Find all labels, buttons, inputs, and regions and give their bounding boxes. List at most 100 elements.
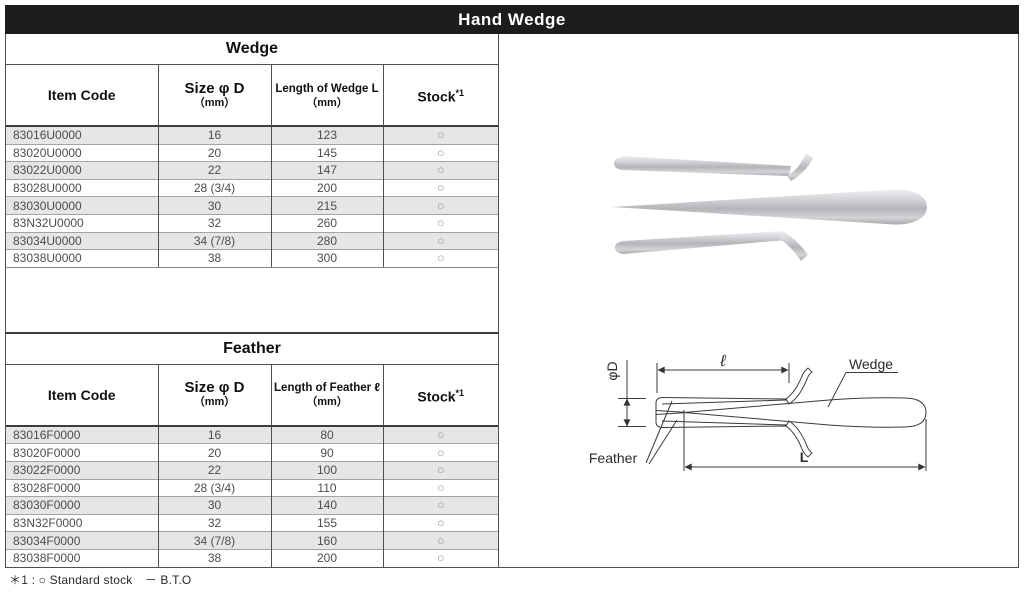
table-cell: 200 (270, 548, 383, 567)
feather-header-row: Item Code Size φ D （mm） Length of Feathe… (6, 364, 498, 427)
table-cell: 83022F0000 (6, 460, 158, 480)
feather-section: Feather Item Code Size φ D （mm） (6, 334, 498, 567)
table-cell: 83038F0000 (6, 548, 158, 567)
table-cell: 147 (270, 161, 383, 180)
table-cell: 20 (157, 443, 271, 462)
table-cell: 83020F0000 (6, 443, 158, 462)
table-cell: 200 (270, 178, 383, 197)
stock-note-ref: *1 (455, 387, 465, 398)
spec-tables-panel: Wedge Item Code Size φ D （mm） (6, 34, 499, 567)
table-cell: ○ (382, 143, 498, 162)
table-cell: 300 (270, 249, 383, 267)
table-cell: ○ (382, 425, 498, 444)
wedge-slit-lines (655, 410, 685, 415)
diagram-label-l: L (800, 449, 809, 465)
col-header-stock: Stock*1 (382, 65, 498, 127)
table-cell: ○ (382, 196, 498, 215)
feather-table: Item Code Size φ D （mm） Length of Feathe… (6, 364, 498, 567)
table-cell: ○ (382, 460, 498, 480)
diagram-label-feather: Feather (589, 450, 638, 466)
table-cell: 110 (270, 478, 383, 497)
table-cell: 34 (7/8) (157, 231, 271, 250)
table-cell: 38 (157, 548, 271, 567)
photo-feather-top (613, 153, 813, 181)
table-cell: ○ (382, 161, 498, 180)
table-cell: 83N32F0000 (6, 513, 158, 532)
ell-extension-lines (656, 363, 790, 393)
diagram-label-ell: ℓ (719, 353, 726, 370)
table-cell: 100 (270, 460, 383, 480)
table-cell: 83034F0000 (6, 531, 158, 550)
feather-label-leaders (645, 400, 678, 465)
table-gap (6, 266, 498, 334)
table-cell: 155 (270, 513, 383, 532)
table-cell: 83016U0000 (13, 128, 82, 143)
col-header-item-code: Item Code (6, 364, 158, 427)
product-photo (612, 153, 927, 261)
table-cell: 90 (270, 443, 383, 462)
feather-bottom-outer-edge (662, 425, 788, 428)
table-cell: 83030F0000 (6, 496, 158, 515)
table-cell: 16 (157, 425, 271, 444)
table-cell: 38 (157, 249, 271, 267)
stock-label: Stock (417, 88, 456, 105)
table-cell: 83028F0000 (6, 478, 158, 497)
table-cell: 83016F0000 (13, 428, 81, 443)
table-cell: 215 (270, 196, 383, 215)
wedge-header-row: Item Code Size φ D （mm） Length of Wedge … (6, 65, 498, 127)
table-cell: 140 (270, 496, 383, 515)
table-cell: 83034U0000 (6, 231, 158, 250)
diagram-label-phi-d: φD (604, 361, 620, 380)
stock-label: Stock (417, 388, 456, 405)
col-header-item-code: Item Code (6, 65, 158, 127)
table-cell: 83020U0000 (6, 143, 158, 162)
phi-d-ticks (618, 398, 646, 427)
table-cell: 34 (7/8) (157, 531, 271, 550)
feather-top-hook (785, 367, 813, 405)
table-cell: 28 (3/4) (157, 478, 271, 497)
page-title: Hand Wedge (5, 5, 1019, 34)
table-cell: ○ (382, 249, 498, 267)
dimension-drawing: φD ℓ Wedge Feather L (589, 353, 927, 471)
feather-table-title: Feather (6, 334, 498, 365)
main-content: Wedge Item Code Size φ D （mm） (5, 34, 1019, 568)
col-header-stock: Stock*1 (382, 364, 498, 427)
wedge-section: Wedge Item Code Size φ D （mm） (6, 34, 498, 267)
l-extension-lines (683, 410, 927, 471)
table-cell: 20 (157, 143, 271, 162)
table-cell: ○ (382, 531, 498, 550)
table-cell: 260 (270, 213, 383, 233)
table-cell: 32 (157, 213, 271, 233)
stock-legend: ＊1 : ○ Standard stock － B.T.O (9, 573, 192, 587)
table-cell: 83N32U0000 (6, 213, 158, 233)
wedge-table-title: Wedge (6, 34, 498, 65)
feather-top-inner-edge (661, 399, 788, 405)
table-cell: ○ (382, 496, 498, 515)
table-cell: 280 (270, 231, 383, 250)
table-cell: ○ (382, 231, 498, 250)
wedge-label-leader (827, 372, 898, 408)
table-cell: 22 (157, 460, 271, 480)
table-cell: 145 (270, 143, 383, 162)
table-cell: ○ (382, 443, 498, 462)
table-cell: ○ (382, 213, 498, 233)
table-cell: ○ (382, 513, 498, 532)
table-cell: 83038U0000 (6, 249, 158, 267)
table-cell: 83030U0000 (6, 196, 158, 215)
diagram-label-wedge: Wedge (849, 356, 893, 372)
feather-bottom-inner-edge (661, 420, 788, 426)
table-cell: 80 (270, 425, 383, 444)
table-cell: 83028U0000 (6, 178, 158, 197)
